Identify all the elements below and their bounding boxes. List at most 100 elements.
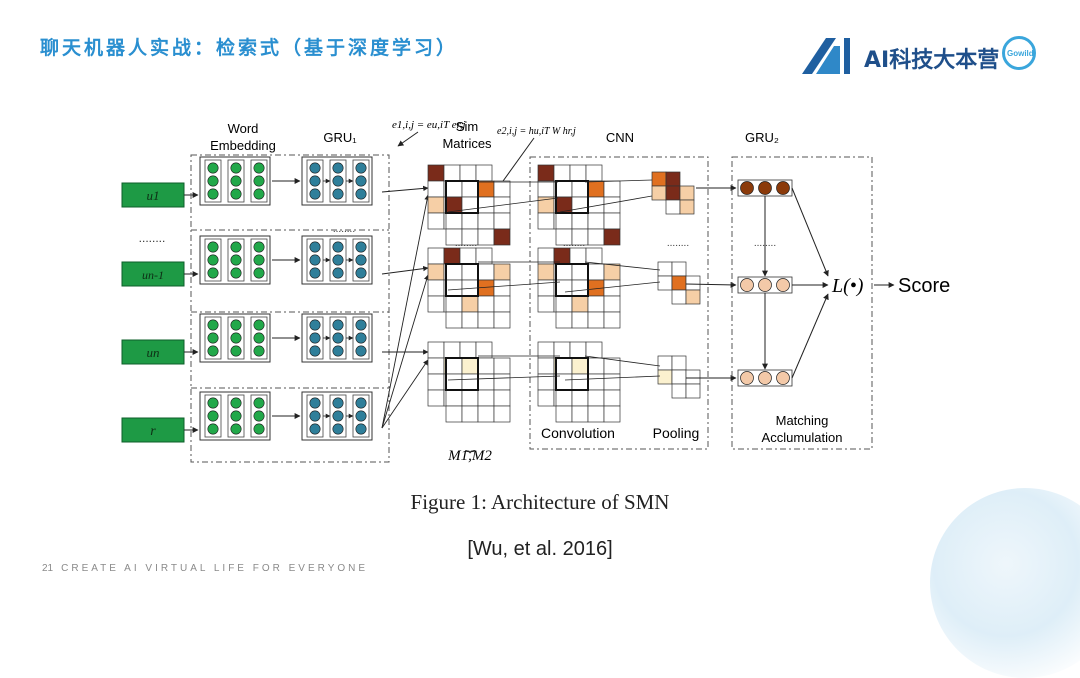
embedding-node	[253, 267, 265, 279]
sim-matrix-b-cell	[477, 389, 495, 407]
label-matrices: Matrices	[442, 136, 492, 151]
pool-map-b-cell	[665, 199, 681, 215]
sim-ellipsis: ........	[455, 238, 477, 249]
label-gru2: GRU₂	[745, 130, 779, 145]
brace-icon: ⏟	[465, 435, 475, 453]
gru1-node	[309, 267, 321, 279]
sim-matrix-b-cell	[493, 373, 511, 391]
pool-map-a-cell	[671, 261, 687, 277]
gru1-node	[355, 175, 367, 187]
gru1-node	[332, 254, 344, 266]
embedding-node	[230, 254, 242, 266]
sim-matrix-b-cell	[477, 295, 495, 313]
gru1-node	[309, 188, 321, 200]
pool-map-b-cell	[671, 369, 687, 385]
conv-kernel-box	[555, 357, 589, 391]
conv-map-b-cell	[571, 311, 589, 329]
conv-map-b-cell	[571, 279, 589, 297]
pool-map-b-cell	[665, 185, 681, 201]
pool-map-a-cell	[657, 275, 673, 291]
gru1-node	[355, 345, 367, 357]
embedding-column	[250, 238, 268, 282]
conv-map-b-cell	[603, 196, 621, 214]
sim-matrix-a-cell	[427, 389, 445, 407]
embedding-node	[207, 241, 219, 253]
sim-matrix-b-cell	[493, 228, 511, 246]
label-cnn: CNN	[606, 130, 634, 145]
conv-map-b-cell	[587, 228, 605, 246]
gru1-node	[332, 423, 344, 435]
pool-map-b-cell	[685, 275, 701, 291]
embedding-column	[250, 159, 268, 203]
embedding-node	[253, 175, 265, 187]
sim-matrix-b-cell	[445, 373, 463, 391]
embedding-column	[204, 238, 222, 282]
sim-matrix-b-cell	[445, 279, 463, 297]
pool-ellipsis: ........	[667, 238, 689, 249]
conv-map-b-cell	[571, 405, 589, 423]
conv-map-a-cell	[537, 389, 555, 407]
pool-map-a-cell	[665, 171, 681, 187]
embedding-column	[227, 159, 245, 203]
input-un: un	[121, 339, 185, 365]
gru1-node	[332, 397, 344, 409]
label-m1-m2: M1,M2	[447, 448, 492, 464]
gru2-node	[740, 278, 754, 292]
gru1-node	[309, 162, 321, 174]
label-pooling: Pooling	[653, 425, 700, 441]
slide-title: 聊天机器人实战：检索式（基于深度学习）	[40, 37, 459, 59]
conv-map-b-cell	[555, 212, 573, 230]
conv-map-b-cell	[603, 228, 621, 246]
sim-matrix-a-cell	[475, 164, 493, 182]
embedding-frame	[199, 156, 271, 206]
gru1-node	[355, 267, 367, 279]
sim-matrix-b-cell	[461, 357, 479, 375]
svg-text:un: un	[147, 345, 160, 360]
sim-matrix-b-cell	[461, 405, 479, 423]
logo-mark-icon	[802, 38, 850, 74]
input-un-1: un-1	[121, 261, 185, 287]
conv-map-b-cell	[587, 405, 605, 423]
sim-matrix-a-cell	[443, 164, 461, 182]
embedding-node	[230, 319, 242, 331]
sim-matrix-b-cell	[461, 196, 479, 214]
sim-matrix-b-cell	[477, 212, 495, 230]
gru-to-sim-arrows	[381, 185, 430, 429]
sim-matrix-b-cell	[445, 389, 463, 407]
sim-matrix-b-cell	[477, 357, 495, 375]
gru2-region	[731, 156, 873, 450]
pool-to-gru2-arrows	[685, 185, 737, 381]
score-output: Score	[898, 275, 950, 297]
sim-matrix-b-cell	[461, 295, 479, 313]
svg-text:r: r	[150, 424, 156, 439]
sim-matrix-a-cell	[459, 341, 477, 359]
gru1-node	[355, 188, 367, 200]
gru2-node	[776, 371, 790, 385]
pool-map-a-cell	[671, 355, 687, 371]
gru1-node	[355, 241, 367, 253]
label-matching: Matching	[776, 413, 829, 428]
sim-matrix-b-cell	[493, 389, 511, 407]
sim-matrix-b-cell	[493, 405, 511, 423]
embedding-node	[230, 423, 242, 435]
gru1-node	[355, 162, 367, 174]
gru1-node	[309, 397, 321, 409]
conv-map-a-cell	[585, 164, 603, 182]
input-u1: u1	[121, 182, 185, 208]
sim-matrix-a-cell	[427, 357, 445, 375]
embedding-column	[204, 394, 222, 438]
embedding-node	[253, 397, 265, 409]
sim-matrix-b-cell	[445, 357, 463, 375]
conv-ellipsis: ........	[563, 238, 585, 249]
gru1-frame	[301, 156, 373, 206]
gru1-frame	[301, 235, 373, 285]
embedding-column	[204, 159, 222, 203]
conv-map-b-cell	[603, 405, 621, 423]
conv-map-b-cell	[587, 212, 605, 230]
gru1-frame	[301, 391, 373, 441]
embedding-node	[253, 345, 265, 357]
sim-matrix-b-cell	[493, 263, 511, 281]
sim-matrix-b-cell	[493, 180, 511, 198]
pool-map-a-cell	[657, 369, 673, 385]
gru2-node	[776, 278, 790, 292]
